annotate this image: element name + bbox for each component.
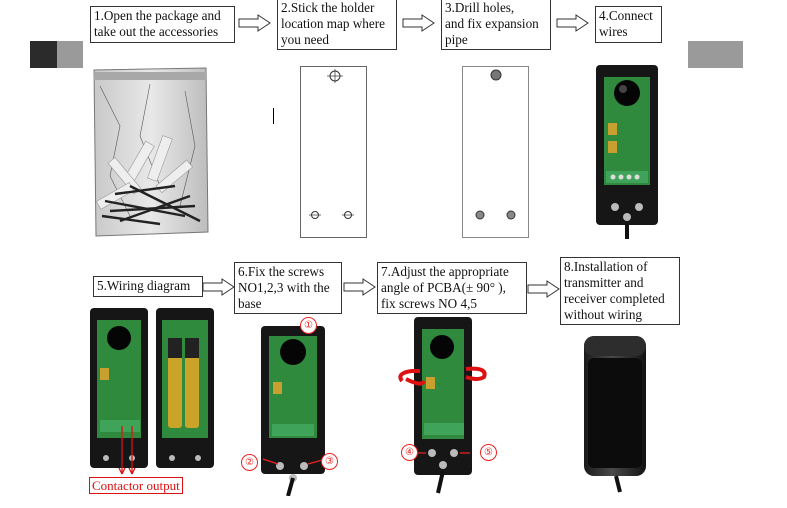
arrow-right-icon [238,14,271,32]
step-6-box: 6.Fix the screws NO1,2,3 with the base [234,262,342,314]
wiring-diagram-image [90,308,214,475]
decor-square-gray [57,41,83,68]
marker-4: ④ [401,444,418,461]
marker-5: ⑤ [480,444,497,461]
step-3-box: 3.Drill holes, and fix expansion pipe [441,0,551,50]
arrow-right-icon [556,14,589,32]
drilled-template-image [462,66,529,238]
step-1-box: 1.Open the package and take out the acce… [90,6,235,43]
arrow-right-icon [527,280,560,298]
marker-1: ① [300,317,317,334]
step-2-box: 2.Stick the holder location map where yo… [277,0,397,50]
step-8-box: 8.Installation of transmitter and receiv… [560,257,680,325]
decor-square-dark [30,41,57,68]
device-wired-image [596,65,658,239]
pcba-adjust-image [398,317,487,494]
marker-2: ② [241,454,258,471]
screws-fixing-image [261,326,327,496]
arrow-right-icon [402,14,435,32]
step-4-box: 4.Connect wires [595,6,662,43]
accessory-bag-image [93,67,209,237]
step-5-box: 5.Wiring diagram [93,276,203,297]
step-7-box: 7.Adjust the appropriate angle of PCBA(±… [377,262,527,314]
arrow-right-icon [202,278,235,296]
location-template-image [300,66,367,238]
marker-3: ③ [321,453,338,470]
arrow-right-icon [343,278,376,296]
decor-square-gray-right [688,41,743,68]
text-cursor [273,108,274,124]
contactor-output-label: Contactor output [89,477,183,494]
installed-device-image [584,336,646,493]
